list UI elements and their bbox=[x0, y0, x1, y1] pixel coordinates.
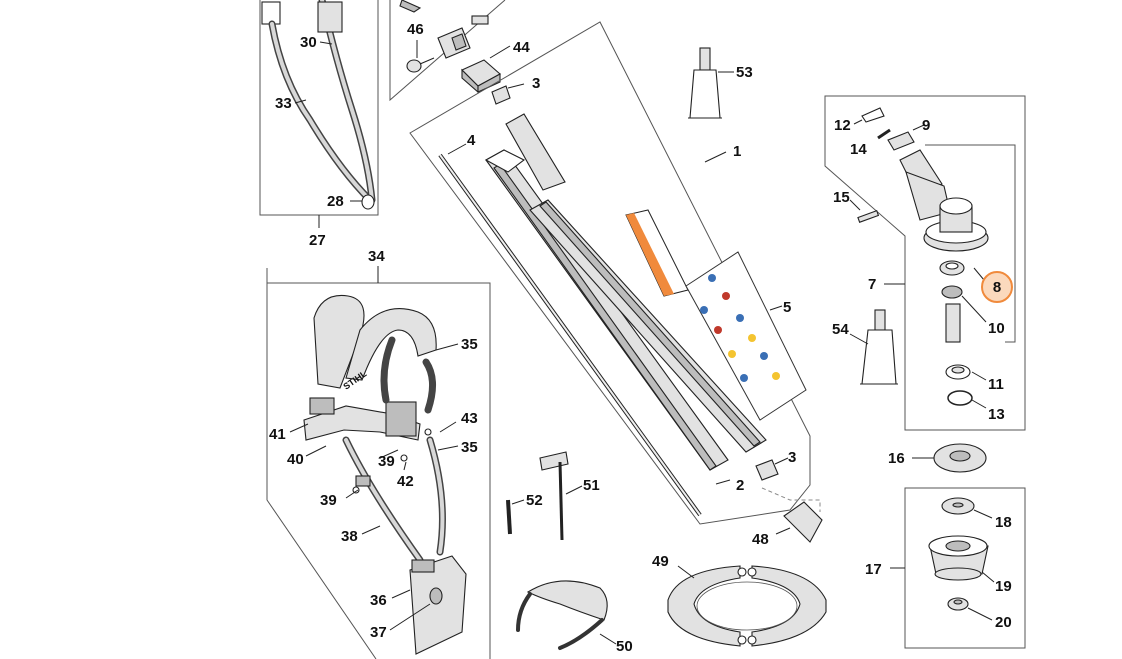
bolt-9-part bbox=[887, 124, 925, 151]
callout-39-right: 39 bbox=[378, 453, 395, 470]
callout-28: 28 bbox=[327, 193, 344, 210]
callout-49: 49 bbox=[652, 553, 669, 570]
callout-44: 44 bbox=[513, 39, 530, 56]
callout-2: 2 bbox=[736, 477, 744, 494]
harness-box: STIHL 34 35 43 35 41 40 bbox=[266, 248, 491, 659]
gear-head-box: 12 14 9 15 7 8 10 11 13 bbox=[824, 95, 1026, 431]
shaft-2-part bbox=[484, 149, 729, 471]
gear-housing-7-part bbox=[899, 149, 989, 252]
callout-48: 48 bbox=[752, 531, 769, 548]
callout-43: 43 bbox=[461, 410, 478, 427]
callout-4: 4 bbox=[467, 132, 476, 149]
callout-46: 46 bbox=[407, 21, 424, 38]
strap-box-group: 30 33 28 27 bbox=[259, 0, 379, 249]
grease-tube-53-part: 53 bbox=[688, 47, 753, 119]
callout-37: 37 bbox=[370, 624, 387, 641]
nut-20-part bbox=[947, 597, 993, 621]
callout-1: 1 bbox=[733, 143, 741, 160]
callout-27: 27 bbox=[309, 232, 326, 249]
callout-51: 51 bbox=[583, 477, 600, 494]
circlip-13-part bbox=[947, 390, 987, 409]
callout-9: 9 bbox=[922, 117, 930, 134]
callout-20: 20 bbox=[995, 614, 1012, 631]
callout-8: 8 bbox=[993, 279, 1001, 296]
shaft-assembly: 3 4 1 5 2 3 bbox=[409, 21, 811, 525]
decal-5-part bbox=[625, 209, 807, 421]
bearing-8-part bbox=[939, 260, 965, 276]
pin-52-part: 52 bbox=[506, 492, 543, 535]
callout-15: 15 bbox=[833, 189, 850, 206]
callout-3-top: 3 bbox=[532, 75, 540, 92]
callout-8-highlight[interactable]: 8 bbox=[981, 271, 1013, 303]
callout-11: 11 bbox=[988, 376, 1004, 393]
pin-14-part bbox=[877, 128, 891, 140]
callout-54: 54 bbox=[832, 321, 849, 338]
callout-30: 30 bbox=[300, 34, 317, 51]
guard-49-part: 49 bbox=[652, 553, 827, 647]
callout-35-bottom: 35 bbox=[461, 439, 478, 456]
callout-36: 36 bbox=[370, 592, 387, 609]
rod-4-part bbox=[438, 143, 702, 517]
safety-glasses-50-part: 50 bbox=[516, 580, 633, 655]
callout-17: 17 bbox=[865, 561, 882, 578]
callout-16: 16 bbox=[888, 450, 905, 467]
callout-3-bottom: 3 bbox=[788, 449, 796, 466]
thrust-plate-16-part: 16 bbox=[888, 443, 987, 473]
screw-15-part bbox=[849, 199, 880, 223]
callout-40: 40 bbox=[287, 451, 304, 468]
tube-1-part bbox=[505, 113, 767, 453]
callout-41: 41 bbox=[269, 426, 286, 443]
callout-42: 42 bbox=[397, 473, 414, 490]
callout-50: 50 bbox=[616, 638, 633, 655]
callout-12: 12 bbox=[834, 117, 851, 134]
clamp-44-part bbox=[461, 59, 501, 94]
spool-19-part bbox=[928, 535, 995, 583]
callout-10: 10 bbox=[988, 320, 1005, 337]
handle-parts-box: 46 44 bbox=[389, 0, 530, 102]
deflector-48-part: 48 bbox=[752, 487, 823, 548]
cap-3-bottom-part bbox=[755, 457, 789, 481]
grease-tube-54-part: 54 bbox=[832, 309, 898, 385]
callout-14: 14 bbox=[850, 141, 867, 158]
callout-53: 53 bbox=[736, 64, 753, 81]
knob-46-part bbox=[399, 0, 489, 73]
callout-5: 5 bbox=[783, 299, 791, 316]
cap-3-top-part bbox=[491, 83, 525, 105]
callout-34: 34 bbox=[368, 248, 385, 265]
clip-12-part bbox=[853, 107, 885, 125]
wrench-51-part: 51 bbox=[539, 451, 600, 541]
gear-10-part bbox=[941, 285, 987, 343]
washer-18-part bbox=[941, 497, 993, 519]
callout-35-top: 35 bbox=[461, 336, 478, 353]
shoulder-strap-part bbox=[261, 0, 376, 210]
callout-7: 7 bbox=[868, 276, 876, 293]
callout-13: 13 bbox=[988, 406, 1005, 423]
bearing-11-part bbox=[945, 364, 987, 381]
callout-52: 52 bbox=[526, 492, 543, 509]
callout-39-left: 39 bbox=[320, 492, 337, 509]
callout-19: 19 bbox=[995, 578, 1012, 595]
callout-18: 18 bbox=[995, 514, 1012, 531]
callout-33: 33 bbox=[275, 95, 292, 112]
callout-38: 38 bbox=[341, 528, 358, 545]
mowing-head-box: 18 17 19 20 bbox=[865, 487, 1026, 649]
